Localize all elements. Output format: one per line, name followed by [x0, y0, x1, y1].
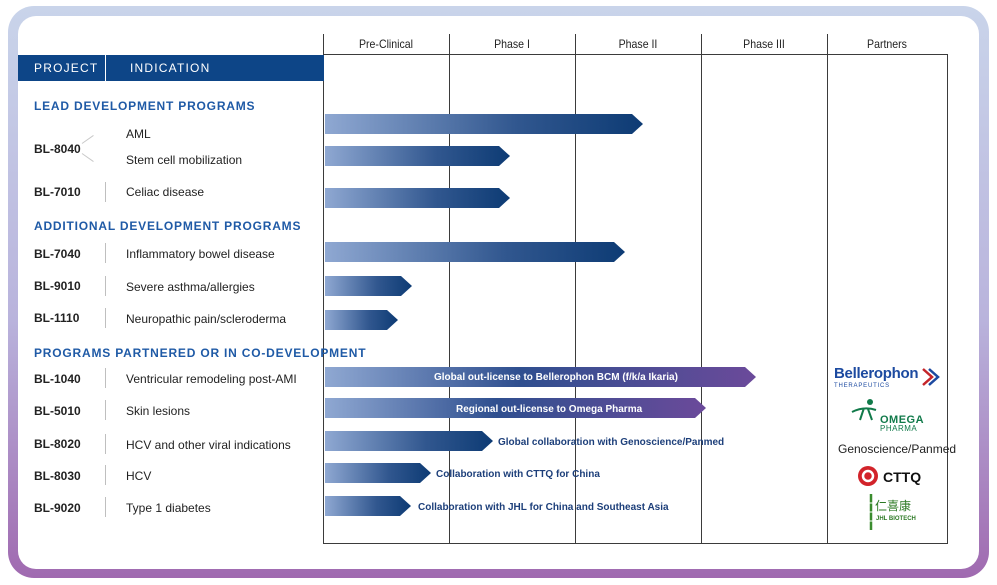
bellerophon-logo: Bellerophon THERAPEUTICS [832, 364, 944, 392]
row-separator [105, 400, 106, 420]
table-header [18, 55, 324, 81]
bar-note: Global collaboration with Genoscience/Pa… [498, 437, 725, 448]
progress-bar [325, 242, 625, 262]
indication-label: AML [126, 127, 151, 141]
omega-pharma-logo: OMEGA PHARMA [850, 398, 930, 433]
indication-label: Type 1 diabetes [126, 501, 211, 515]
row-separator [105, 308, 106, 328]
bar-note: Global out-license to Bellerophon BCM (f… [434, 372, 678, 383]
progress-bar [325, 496, 411, 516]
project-code: BL-8020 [34, 437, 81, 451]
cttq-name: CTTQ [883, 469, 922, 485]
indication-label: HCV and other viral indications [126, 438, 291, 452]
bar-note: Collaboration with CTTQ for China [436, 469, 600, 480]
project-code: BL-9010 [34, 279, 81, 293]
row-separator [105, 276, 106, 296]
indication-label: HCV [126, 469, 152, 483]
indication-label: Stem cell mobilization [126, 153, 243, 167]
indication-label: Inflammatory bowel disease [126, 247, 275, 261]
column-phase3: Phase III [743, 37, 785, 51]
jhl-chinese-mark: 仁喜康 [875, 499, 912, 513]
header-divider [105, 55, 106, 81]
project-code: BL-7010 [34, 185, 81, 199]
progress-bar [325, 367, 756, 387]
inner-panel [18, 16, 979, 569]
progress-bar [325, 114, 643, 134]
row-separator [105, 497, 106, 517]
indication-label: Celiac disease [126, 185, 205, 199]
indication-label: Neuropathic pain/scleroderma [126, 312, 287, 326]
project-code: BL-8040 [34, 142, 81, 156]
section-additional: ADDITIONAL DEVELOPMENT PROGRAMS [34, 219, 302, 233]
column-phase2: Phase II [618, 37, 658, 51]
grid-line [827, 34, 828, 544]
section-partnered: PROGRAMS PARTNERED OR IN CO-DEVELOPMENT [34, 346, 367, 360]
jhl-name: JHL BIOTECH [876, 516, 916, 522]
header-indication: INDICATION [130, 61, 211, 75]
bellerophon-sub: THERAPEUTICS [834, 383, 890, 389]
bellerophon-name: Bellerophon [834, 365, 919, 382]
indication-label: Severe asthma/allergies [126, 280, 255, 294]
genoscience-label: Genoscience/Panmed [838, 442, 957, 456]
grid-line [323, 34, 324, 544]
grid-line [575, 34, 576, 544]
project-code: BL-1040 [34, 372, 81, 386]
row-separator [105, 243, 106, 263]
omega-sub: PHARMA [880, 424, 918, 433]
progress-bar [325, 463, 431, 483]
progress-bar [325, 276, 412, 296]
bar-note: Collaboration with JHL for China and Sou… [418, 502, 669, 513]
cttq-emblem-icon [858, 466, 878, 486]
row-separator [105, 465, 106, 485]
cttq-logo: CTTQ [857, 465, 927, 489]
section-lead: LEAD DEVELOPMENT PROGRAMS [34, 99, 256, 113]
project-code: BL-8030 [34, 469, 81, 483]
indication-label: Skin lesions [126, 404, 191, 418]
omega-name: OMEGA [880, 414, 925, 426]
grid-line [701, 34, 702, 544]
project-code: BL-1110 [34, 311, 80, 325]
progress-bar [325, 188, 510, 208]
column-partners: Partners [867, 37, 907, 51]
chevron-right-icon [922, 368, 940, 386]
project-code: BL-7040 [34, 247, 81, 261]
column-phase1: Phase I [494, 37, 530, 51]
jhl-biotech-logo: 仁喜康 JHL BIOTECH [866, 494, 922, 530]
row-separator [105, 434, 106, 454]
project-code: BL-5010 [34, 404, 81, 418]
progress-bar [325, 398, 706, 418]
bamboo-icon [868, 494, 874, 530]
header-project: PROJECT [34, 61, 99, 75]
progress-bar [325, 431, 493, 451]
progress-bar [325, 310, 398, 330]
column-preclinical: Pre-Clinical [358, 37, 413, 51]
outer-frame [8, 6, 989, 578]
row-separator [105, 182, 106, 202]
bar-note: Regional out-license to Omega Pharma [456, 404, 643, 415]
project-code: BL-9020 [34, 501, 81, 515]
omega-figure-icon [851, 399, 877, 421]
indication-label: Ventricular remodeling post-AMI [126, 372, 297, 386]
row-separator [105, 368, 106, 388]
grid-line [449, 34, 450, 544]
progress-bar [325, 146, 510, 166]
